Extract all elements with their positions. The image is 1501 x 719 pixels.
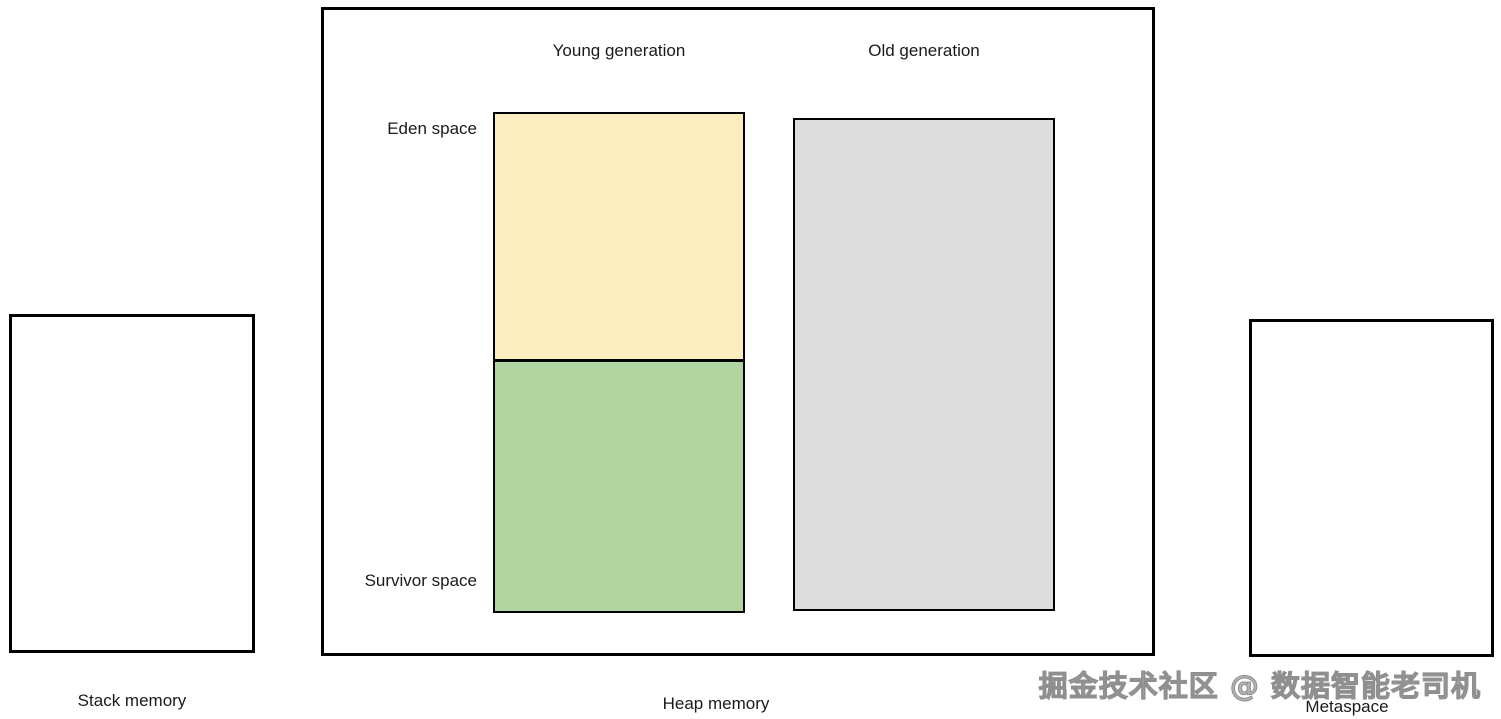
survivor-space-label: Survivor space: [364, 571, 477, 590]
metaspace-label: Metaspace: [1305, 697, 1389, 716]
eden-space-label: Eden space: [387, 119, 477, 138]
stack-memory-box: [9, 314, 255, 653]
watermark-text: 掘金技术社区 @ 数据智能老司机: [1038, 669, 1481, 704]
survivor-space-box: [493, 360, 745, 613]
old-generation-box: [793, 118, 1055, 611]
metaspace-box: [1249, 319, 1494, 657]
young-generation-label: Young generation: [552, 41, 686, 60]
eden-space-box: [493, 112, 745, 361]
stack-memory-label: Stack memory: [77, 691, 187, 710]
heap-memory-label: Heap memory: [662, 694, 770, 713]
old-generation-label: Old generation: [868, 41, 980, 60]
